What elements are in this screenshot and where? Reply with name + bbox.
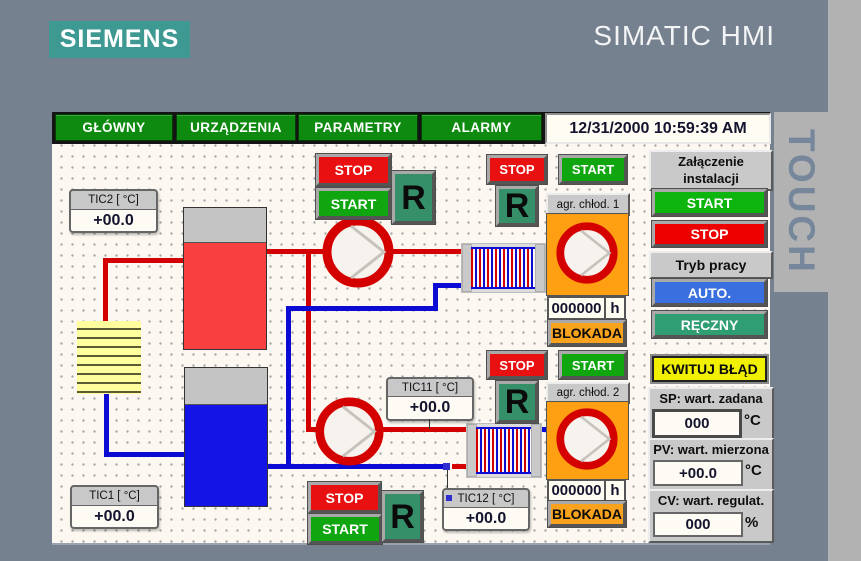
selection-handle-pipe	[443, 463, 450, 470]
coil2-loops	[476, 427, 532, 474]
touch-bezel: TOUCH	[774, 112, 828, 292]
chiller1-reset-button[interactable]: R	[496, 186, 538, 226]
tic11-value: +00.0	[386, 397, 474, 421]
product-title: SIMATIC HMI	[593, 20, 775, 51]
pv-unit: °C	[745, 462, 762, 479]
chiller2-lock-button[interactable]: BLOKADA	[548, 501, 626, 527]
tic12-value: +00.0	[442, 508, 530, 531]
tic2-label: TIC2 [ °C]	[69, 189, 158, 210]
nav-urzadzenia[interactable]: URZĄDZENIA	[176, 114, 296, 141]
pipe-blue-step	[433, 283, 438, 311]
mode-header: Tryb pracy	[649, 251, 773, 279]
coil2	[466, 423, 542, 478]
tic11-label: TIC11 [ °C]	[386, 377, 474, 397]
pipe-blue-mid	[286, 306, 438, 311]
chiller2-reset-button[interactable]: R	[496, 381, 538, 423]
pipe-red-coil2-stub	[452, 464, 472, 469]
pv-value: +00.0	[653, 460, 743, 486]
pipe-blue-riser	[286, 306, 291, 469]
pump2-start-button[interactable]: START	[308, 514, 382, 544]
chiller1-pump-icon	[556, 222, 618, 284]
chiller2-start-button[interactable]: START	[559, 351, 627, 379]
sp-unit: °C	[744, 412, 761, 429]
pump1-start-button[interactable]: START	[316, 188, 391, 219]
hot-tank	[183, 207, 267, 350]
pump1-reset-button[interactable]: R	[392, 171, 435, 224]
cold-tank-head	[185, 368, 267, 405]
pipe-blue-coil2-out	[535, 427, 549, 432]
install-header: Załączenie instalacji	[649, 150, 773, 191]
cold-tank-level	[185, 405, 267, 506]
pump2-stop-button[interactable]: STOP	[308, 482, 381, 513]
ack-error-button[interactable]: KWITUJ BŁĄD	[652, 356, 767, 382]
tic2-display: TIC2 [ °C] +00.0	[69, 189, 158, 233]
heat-exchanger	[77, 321, 141, 394]
cv-label: CV: wart. regulat.	[657, 493, 765, 508]
chiller2-pump-icon	[556, 408, 618, 470]
pipe-red-bottom	[306, 427, 472, 432]
coil1	[461, 243, 546, 293]
pv-label: PV: wart. mierzona	[653, 442, 769, 457]
sp-label: SP: wart. zadana	[659, 391, 763, 406]
mode-manual-button[interactable]: RĘCZNY	[652, 311, 767, 338]
coil2-frame-right	[531, 424, 541, 477]
pipe-blue-bottom	[265, 464, 443, 469]
tic2-value: +00.0	[69, 210, 158, 233]
coil1-frame-right	[535, 244, 545, 292]
tic1-display: TIC1 [ °C] +00.0	[70, 485, 159, 529]
sp-input[interactable]: 000	[652, 409, 742, 438]
selection-handle-tic12	[446, 495, 452, 501]
chiller1-start-button[interactable]: START	[559, 155, 627, 184]
install-stop-button[interactable]: STOP	[652, 221, 767, 247]
nav-bar: GŁÓWNY URZĄDZENIA PARAMETRY ALARMY 12/31…	[52, 112, 771, 144]
chiller2-stop-button[interactable]: STOP	[487, 351, 547, 379]
pipe-red-tank-feed	[103, 258, 185, 263]
tic1-label: TIC1 [ °C]	[70, 485, 159, 506]
chiller2-hours: 000000	[547, 479, 606, 502]
chiller1-hours: 000000	[547, 296, 606, 320]
tic11-connector	[429, 419, 430, 429]
tic11-display: TIC11 [ °C] +00.0	[386, 377, 474, 421]
tic12-display: TIC12 [ °C] +00.0	[442, 488, 530, 531]
pipe-blue-from-exchanger	[104, 394, 109, 457]
tic12-label: TIC12 [ °C]	[442, 488, 530, 508]
coil1-loops	[471, 247, 536, 289]
cv-value: 000	[653, 512, 743, 537]
hot-tank-head	[184, 208, 266, 243]
cold-tank	[184, 367, 268, 507]
pump1-stop-button[interactable]: STOP	[316, 154, 391, 186]
bezel-strip	[828, 0, 861, 561]
nav-glowny[interactable]: GŁÓWNY	[55, 114, 173, 141]
pump2-icon	[315, 397, 384, 466]
nav-parametry[interactable]: PARAMETRY	[298, 114, 418, 141]
hot-tank-level	[184, 243, 266, 349]
chiller2-hours-unit: h	[604, 479, 626, 502]
chiller1-hours-unit: h	[604, 296, 626, 320]
pump1-icon	[322, 216, 394, 288]
tic1-value: +00.0	[70, 506, 159, 529]
pipe-red-to-exchanger	[103, 258, 108, 323]
pump2-reset-button[interactable]: R	[382, 491, 423, 542]
datetime-display: 12/31/2000 10:59:39 AM	[545, 113, 771, 144]
pipe-red-down	[306, 251, 311, 432]
install-start-button[interactable]: START	[652, 189, 767, 216]
nav-alarmy[interactable]: ALARMY	[421, 114, 542, 141]
cv-unit: %	[745, 514, 759, 531]
pipe-blue-tank-feed	[104, 452, 185, 457]
chiller1-stop-button[interactable]: STOP	[487, 155, 547, 184]
chiller1-lock-button[interactable]: BLOKADA	[548, 320, 626, 346]
tic12-connector	[447, 469, 448, 488]
siemens-logo: SIEMENS	[49, 21, 190, 58]
touch-label: TOUCH	[781, 129, 822, 275]
pipe-blue-coil1-stub	[433, 283, 472, 288]
mode-auto-button[interactable]: AUTO.	[652, 279, 767, 306]
